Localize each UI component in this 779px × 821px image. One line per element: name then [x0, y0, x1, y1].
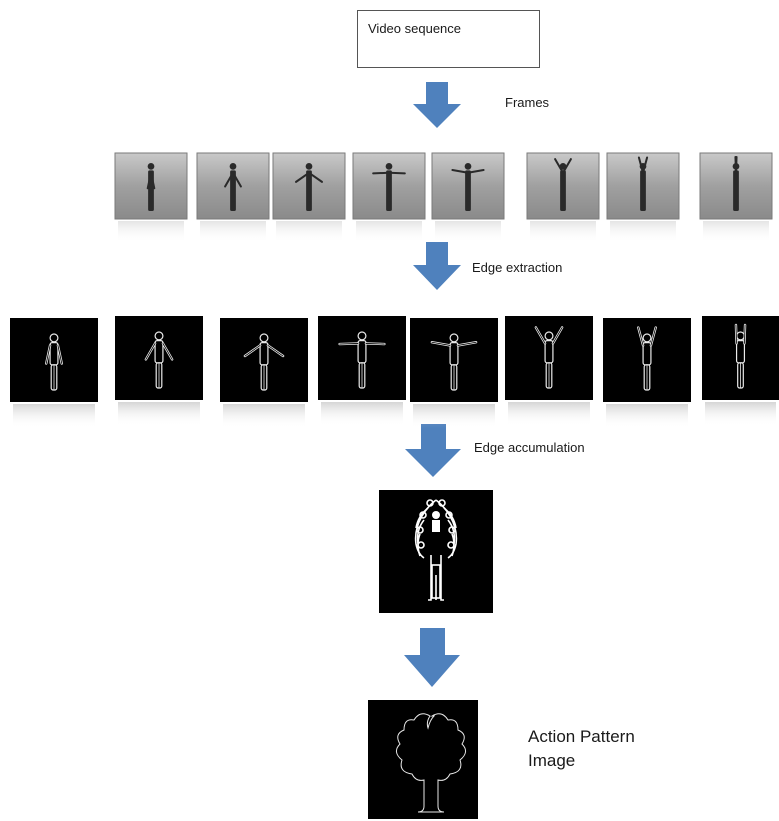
action-pattern-image [368, 700, 478, 819]
edge-frame [318, 316, 406, 426]
video-frame [526, 152, 600, 243]
video-frame [114, 152, 188, 243]
edge-accumulation-label: Edge accumulation [474, 440, 585, 455]
video-frame [606, 152, 680, 243]
frames-row [114, 152, 773, 243]
edge-frame [410, 318, 498, 428]
edge-extraction-label: Edge extraction [472, 260, 563, 275]
frames-label: Frames [505, 95, 550, 110]
video-sequence-label: Video sequence [368, 21, 462, 36]
video-frame [196, 152, 270, 243]
down-arrow-icon [405, 424, 461, 477]
action-pattern-label-line1: Action Pattern [528, 727, 635, 746]
edge-frame [10, 318, 98, 428]
down-arrow-icon [404, 628, 460, 687]
video-frame [699, 152, 773, 243]
video-sequence-box: Video sequence [357, 10, 540, 68]
video-frame [352, 152, 426, 243]
edge-frame [702, 316, 779, 426]
edge-frames-row [10, 316, 779, 428]
down-arrow-icon [413, 82, 461, 128]
action-pattern-label-line2: Image [528, 751, 576, 770]
video-frame [431, 152, 505, 243]
edge-frame [220, 318, 308, 428]
down-arrow-icon [413, 242, 461, 290]
edge-frame [603, 318, 691, 428]
edge-frame [505, 316, 593, 426]
edge-accumulation-image [379, 490, 493, 613]
edge-frame [115, 316, 203, 426]
video-frame [272, 152, 346, 243]
